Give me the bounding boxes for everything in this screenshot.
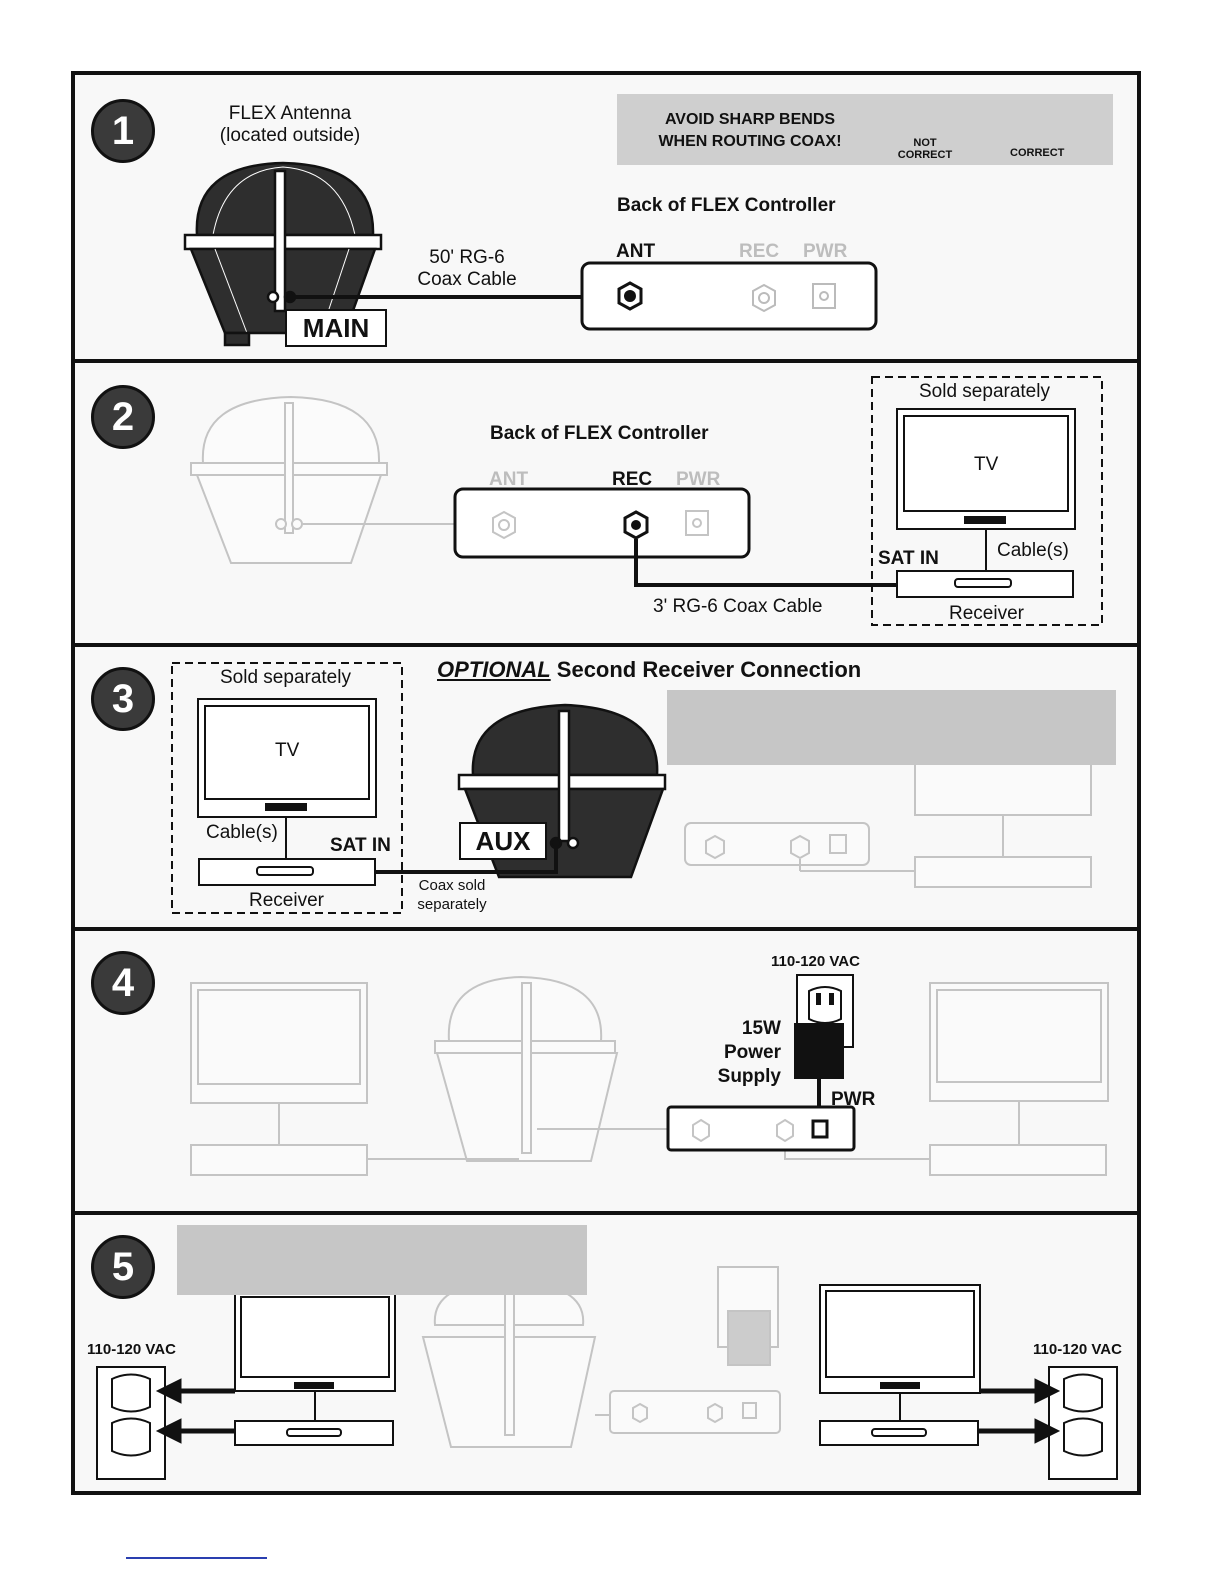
antenna-label: FLEX Antenna (located outside) [215,103,365,147]
footer-underline [126,1557,267,1559]
port-pwr-icon [811,1119,829,1139]
coax-note: Coax sold separately [407,876,497,914]
port-pwr-icon [685,510,709,536]
step-3-panel: 3 OPTIONAL Second Receiver Connection So… [75,647,1137,931]
step-number-badge: 2 [91,385,155,449]
tv-icon [896,408,1076,530]
coax-cable-aux [375,843,558,874]
port-ant-icon [617,281,643,311]
coax-note-line1: Coax sold [418,877,486,894]
sold-separately-box [171,662,403,914]
antenna-label-line1: FLEX Antenna [228,103,352,124]
port-rec-icon [752,283,776,313]
correct-label: CORRECT [1010,147,1065,159]
receiver-label: Receiver [949,603,1024,624]
port-rec-icon [623,510,649,540]
aux-port-tag: AUX [459,822,547,860]
receiver-icon [234,1420,394,1446]
optional-word: OPTIONAL [437,657,551,682]
step-5-panel: 5 110-120 VAC 110-120 VAC [75,1215,1137,1491]
voltage-label-right: 110-120 VAC [1033,1341,1122,1358]
port-pwr-icon [812,283,836,309]
warning-text: AVOID SHARP BENDS WHEN ROUTING COAX! [635,109,865,153]
flex-controller-back [580,261,878,331]
receiver-label: Receiver [249,890,324,911]
power-supply-line1: 15W [741,1018,781,1039]
warning-line2: WHEN ROUTING COAX! [658,133,842,150]
step-5-illustration [96,1266,1118,1480]
redacted-block [177,1225,587,1295]
tv-icon [197,698,377,818]
tv-icon [819,1284,981,1394]
receiver-icon [198,858,376,886]
controller-title: Back of FLEX Controller [490,423,709,444]
faded-system [190,975,1109,1176]
warning-callout [617,94,1113,165]
step-2-panel: 2 Back of FLEX Controller ANT REC PWR So… [75,363,1137,647]
port-ant-icon [692,1118,710,1143]
coax-label: 3' RG-6 Coax Cable [653,596,823,617]
coax-label-line1: 50' RG-6 [429,247,505,268]
flex-controller-back [666,1105,856,1152]
warning-line1: AVOID SHARP BENDS [664,111,836,128]
port-rec-label: REC [739,241,780,262]
cables-label: Cable(s) [206,822,278,843]
power-arrows [155,1378,1061,1444]
step-1-illustration [183,103,1077,347]
port-rec-label: REC [612,469,653,490]
antenna-faded [190,395,388,564]
tv-label: TV [275,740,300,761]
flex-controller-back [453,487,751,559]
sold-separately-label: Sold separately [919,381,1050,402]
step-number-badge: 5 [91,1235,155,1299]
sold-separately-label: Sold separately [220,667,351,688]
power-supply-icon [794,1023,844,1079]
controller-title: Back of FLEX Controller [617,195,836,216]
step-4-panel: 4 110-120 VAC 15W Power Supply PWR [75,931,1137,1215]
tv-icon [234,1290,396,1392]
not-correct-line2: CORRECT [897,149,953,161]
power-supply-line3: Supply [717,1066,781,1087]
faded-system [684,762,1092,888]
port-ant-icon [492,510,516,540]
step-1-panel: 1 FLEX Antenna (located outside) AVOID S… [75,75,1137,363]
sat-in-label: SAT IN [878,548,939,569]
redacted-block [667,690,1116,765]
port-rec-icon [776,1118,794,1143]
step-number-badge: 1 [91,99,155,163]
coax-label: 50' RG-6 Coax Cable [405,247,529,291]
wall-outlet-right [1048,1366,1118,1480]
tv-label: TV [974,454,999,475]
optional-title-rest: Second Receiver Connection [550,657,862,682]
port-pwr-label: PWR [676,469,721,490]
coax-note-line2: separately [417,896,487,913]
not-correct-label: NOT CORRECT [895,137,955,161]
antenna-main [183,161,383,347]
step-number-badge: 4 [91,951,155,1015]
diagram-frame: 1 FLEX Antenna (located outside) AVOID S… [71,71,1141,1495]
voltage-label: 110-120 VAC [771,953,860,970]
optional-title: OPTIONAL Second Receiver Connection [437,657,861,683]
main-port-tag: MAIN [285,309,387,347]
voltage-label-left: 110-120 VAC [87,1341,176,1358]
receiver-icon [896,570,1074,598]
sat-in-label: SAT IN [330,835,391,856]
port-ant-label: ANT [489,469,529,490]
coax-cable-receiver [634,539,897,587]
antenna-label-line2: (located outside) [219,125,361,146]
cables-label: Cable(s) [997,540,1069,561]
pwr-label: PWR [831,1089,876,1110]
sold-separately-box [871,376,1103,626]
step-4-illustration [190,974,1109,1176]
not-correct-line1: NOT [913,137,937,149]
port-ant-label: ANT [616,241,656,262]
wall-outlet-left [96,1366,166,1480]
step-number-badge: 3 [91,667,155,731]
step-2-illustration [190,376,1103,626]
power-supply-line2: Power [723,1042,781,1063]
receiver-icon [819,1420,979,1446]
port-pwr-label: PWR [803,241,848,262]
coax-label-line2: Coax Cable [417,269,517,290]
power-supply-label: 15W Power Supply [703,1017,781,1089]
